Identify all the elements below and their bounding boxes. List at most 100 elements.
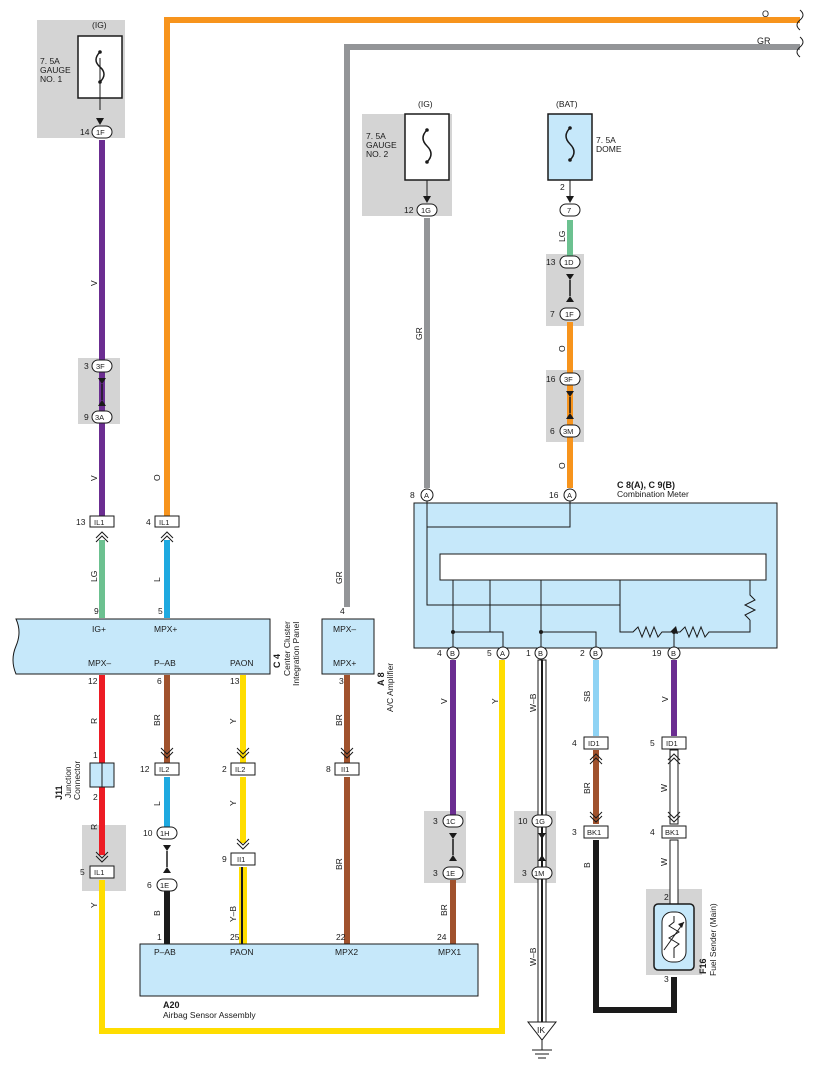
connector-code: 1G bbox=[535, 817, 545, 826]
pin-number: 4 bbox=[437, 648, 442, 658]
wire-label: V bbox=[660, 696, 670, 702]
pin-number: 24 bbox=[437, 932, 447, 942]
chevron-up-icon bbox=[95, 531, 109, 543]
component-name: Integration Panel bbox=[291, 622, 301, 686]
connector-code: 1F bbox=[96, 128, 105, 137]
wire-black-sender bbox=[593, 840, 677, 1013]
connector-1e-meter bbox=[442, 866, 464, 880]
connector-code: ID1 bbox=[666, 739, 678, 748]
wire-label: Y bbox=[490, 698, 500, 704]
pin-4b bbox=[446, 646, 460, 660]
wire-label: Y bbox=[228, 800, 238, 806]
arrow-icon bbox=[423, 196, 431, 203]
wire-label: W–B bbox=[528, 693, 538, 712]
variable-resistor-icon bbox=[668, 916, 680, 958]
pin-number: 1 bbox=[93, 750, 98, 760]
connector-ii1-a bbox=[334, 762, 360, 776]
connector-code: B bbox=[450, 649, 455, 658]
wire-brown-sb bbox=[593, 750, 599, 824]
connector-code: 3A bbox=[95, 413, 104, 422]
wire-white-w2 bbox=[669, 839, 679, 905]
ground-label: IK bbox=[537, 1025, 545, 1035]
arrow-down-icon bbox=[163, 845, 171, 851]
pin-number: 6 bbox=[550, 426, 555, 436]
wire-yb-stripe bbox=[241, 867, 243, 944]
terminal-label: MPX– bbox=[333, 624, 356, 634]
pin-number: 8 bbox=[410, 490, 415, 500]
pin-number: 2 bbox=[93, 792, 98, 802]
pin-number: 3 bbox=[84, 361, 89, 371]
connector-code: 1M bbox=[534, 869, 544, 878]
wire-label: O bbox=[557, 345, 567, 352]
wire-label: B bbox=[152, 910, 162, 916]
wire-black-b bbox=[164, 890, 170, 944]
connector-bk1-b bbox=[661, 825, 687, 839]
wire-label: L bbox=[152, 801, 162, 806]
wire-label: BR bbox=[439, 904, 449, 916]
chevron-down-icon bbox=[236, 747, 250, 759]
connector-1g bbox=[531, 814, 553, 828]
pin-number: 9 bbox=[94, 606, 99, 616]
chevron-down-icon bbox=[340, 747, 354, 759]
pin-number: 5 bbox=[487, 648, 492, 658]
connector-3f-dome bbox=[559, 372, 581, 386]
chevron-up-icon bbox=[667, 753, 681, 765]
fuse-supply: (IG) bbox=[418, 99, 433, 109]
wire-label: BR bbox=[152, 714, 162, 726]
wire-label: V bbox=[89, 280, 99, 286]
pin-number: 3 bbox=[339, 676, 344, 686]
chevron-up-icon bbox=[160, 531, 174, 543]
fuse-name: GAUGE bbox=[40, 65, 71, 75]
connector-bk1-a bbox=[583, 825, 609, 839]
wire-label: R bbox=[89, 824, 99, 830]
arrow-up-icon bbox=[566, 296, 574, 302]
connector-code: 7 bbox=[567, 206, 571, 215]
pin-number: 2 bbox=[664, 892, 669, 902]
connector-3f bbox=[91, 359, 113, 373]
chevron-up-icon bbox=[589, 753, 603, 765]
pin-number: 16 bbox=[549, 490, 559, 500]
arrow-up-icon bbox=[98, 400, 106, 406]
arrow-up-icon bbox=[566, 413, 574, 419]
terminal-label: IG+ bbox=[92, 624, 106, 634]
pin-number: 3 bbox=[522, 868, 527, 878]
pin-number: 7 bbox=[550, 309, 555, 319]
fuse-element-icon bbox=[95, 51, 105, 83]
pin-number: 5 bbox=[80, 867, 85, 877]
fuse-element-icon bbox=[565, 127, 575, 161]
connector-id1-a bbox=[583, 736, 609, 750]
wire-yellow-paon bbox=[240, 675, 246, 763]
terminal-label: MPX1 bbox=[438, 947, 461, 957]
connector-1e bbox=[156, 878, 178, 892]
terminal-label: P–AB bbox=[154, 658, 176, 668]
wire-label: O bbox=[152, 474, 162, 481]
pin-number: 3 bbox=[433, 868, 438, 878]
pin-number: 25 bbox=[230, 932, 240, 942]
pin-number: 8 bbox=[326, 764, 331, 774]
terminal-label: PAON bbox=[230, 947, 253, 957]
component-combination-meter bbox=[413, 501, 778, 649]
connector-1h bbox=[156, 826, 178, 840]
connector-ii1-b bbox=[230, 852, 256, 866]
connector-il1-a bbox=[89, 515, 115, 528]
pin-number: 12 bbox=[88, 676, 98, 686]
component-code: A20 bbox=[163, 1000, 180, 1010]
connector-1f-dome bbox=[559, 307, 581, 321]
connector-code: IL2 bbox=[159, 765, 169, 774]
wire-brown-meter bbox=[450, 880, 456, 944]
terminal-label: MPX2 bbox=[335, 947, 358, 957]
chevron-down-icon bbox=[160, 747, 174, 759]
wire-label: LG bbox=[89, 571, 99, 582]
connector-7-dome bbox=[559, 203, 581, 217]
connector-1g-gauge2 bbox=[416, 203, 438, 217]
connector-code: A bbox=[424, 491, 429, 500]
wire-label: W–B bbox=[528, 947, 538, 966]
connector-id1-b bbox=[661, 736, 687, 750]
component-name: Airbag Sensor Assembly bbox=[163, 1010, 256, 1020]
component-code: C 4 bbox=[272, 654, 282, 668]
pin-number: 2 bbox=[222, 764, 227, 774]
wire-grey-top bbox=[344, 44, 800, 607]
wire-violet-meter bbox=[450, 660, 456, 816]
connector-code: 1H bbox=[160, 829, 170, 838]
pin-number: 4 bbox=[572, 738, 577, 748]
